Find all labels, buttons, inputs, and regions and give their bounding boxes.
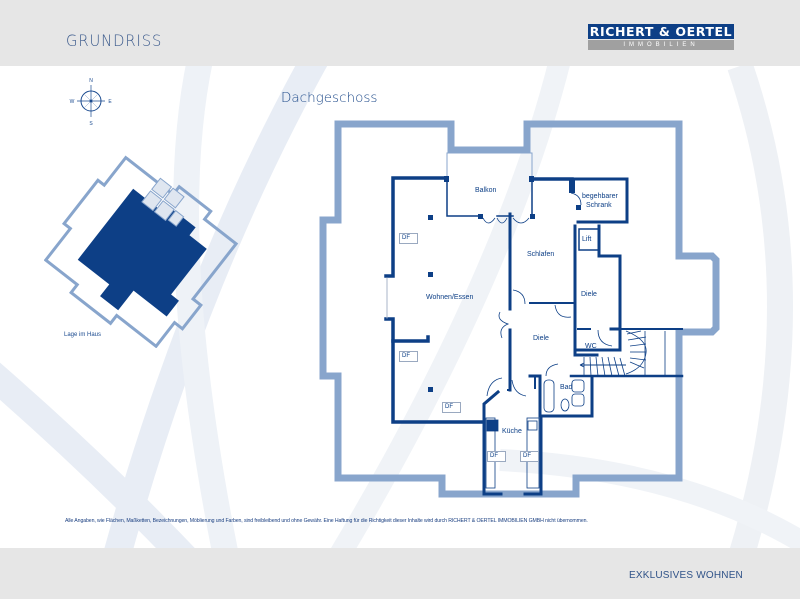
keyplan-diagram	[44, 155, 239, 348]
building-outline	[319, 120, 720, 498]
room-label-lift: Lift	[582, 236, 592, 243]
room-label-wohnen-essen: Wohnen/Essen	[426, 294, 474, 301]
compass-west: W	[70, 99, 75, 105]
compass-east: E	[108, 99, 112, 105]
room-label-balkon: Balkon	[475, 187, 497, 194]
compass-north: N	[89, 78, 93, 84]
room-label-schrank-2: Schrank	[586, 202, 612, 209]
floor-title: Dachgeschoss	[281, 90, 378, 106]
tagline: EXKLUSIVES WOHNEN	[629, 570, 743, 581]
room-label-schlafen: Schlafen	[527, 251, 555, 258]
df-marker: DF	[520, 451, 539, 462]
footer-bar: EXKLUSIVES WOHNEN	[0, 548, 800, 599]
compass-rose-icon: N S W E	[70, 78, 113, 127]
df-marker: DF	[399, 351, 418, 362]
disclaimer-text: Alle Angaben, wie Flächen, Maßketten, Be…	[65, 518, 588, 524]
room-label-kueche: Küche	[502, 428, 522, 435]
room-label-schrank: begehbarer	[582, 193, 618, 200]
df-marker: DF	[487, 451, 506, 462]
df-marker: DF	[442, 402, 461, 413]
room-label-bad: Bad	[560, 384, 573, 391]
logo-name: RICHERT & OERTEL	[588, 24, 734, 39]
df-marker: DF	[399, 233, 418, 244]
room-label-diele-lower: Diele	[533, 335, 549, 342]
room-label-diele-upper: Diele	[581, 291, 597, 298]
brand-logo: RICHERT & OERTEL IMMOBILIEN	[588, 24, 734, 50]
room-label-wc: WC	[585, 343, 597, 350]
keyplan-label: Lage im Haus	[64, 332, 102, 338]
page-title: GRUNDRISS	[66, 31, 163, 50]
header-bar: GRUNDRISS RICHERT & OERTEL IMMOBILIEN	[0, 0, 800, 66]
compass-south: S	[89, 121, 93, 127]
logo-subline: IMMOBILIEN	[588, 40, 734, 50]
